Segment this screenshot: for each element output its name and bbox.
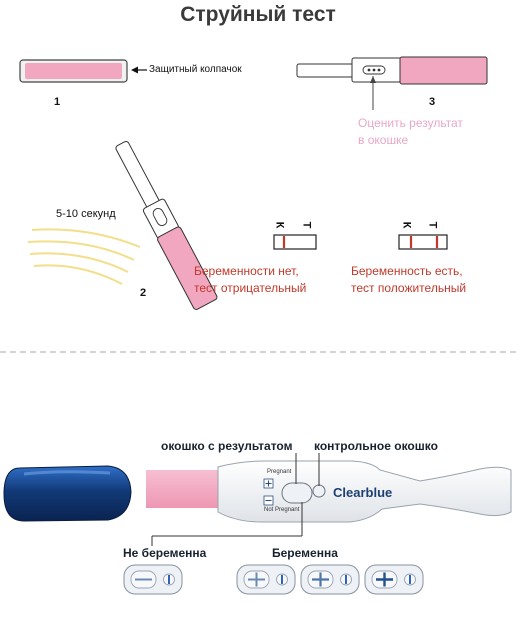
positive-line-2: тест положительный [351, 281, 467, 295]
negative-result-caption: Беременности нет, тест отрицательный [194, 263, 306, 297]
duration-label: 5-10 секунд [56, 208, 116, 220]
pregnant-window-1 [236, 564, 296, 595]
test-letter-negative: Т [300, 221, 313, 229]
step-3-number: 3 [429, 96, 436, 108]
negative-line-2: тест отрицательный [194, 281, 307, 295]
clearblue-cap [3, 465, 132, 522]
control-letter-positive: К [400, 221, 413, 229]
section-divider [0, 351, 516, 353]
leader-lines [151, 453, 320, 546]
arrow-left-icon [131, 66, 147, 74]
clearblue-stick [146, 460, 512, 523]
page-title: Струйный тест [180, 3, 336, 26]
pregnant-window-3 [364, 564, 424, 595]
pregnant-label: Беременна [272, 546, 338, 560]
cap-label: Защитный колпачок [149, 64, 242, 75]
positive-result-window [398, 234, 448, 250]
capped-test-stick [19, 59, 128, 83]
negative-line-1: Беременности нет, [194, 264, 299, 278]
minus-icon [263, 495, 274, 506]
not-pregnant-label: Не беременна [123, 546, 207, 560]
negative-result-window [273, 234, 317, 250]
not-pregnant-small-label: Not Pregnant [264, 507, 300, 513]
evaluate-line-2: в окошке [358, 133, 409, 147]
uncapped-test-stick [296, 56, 488, 110]
plus-icon [263, 478, 274, 489]
step-2-number: 2 [140, 287, 147, 299]
positive-line-1: Беременность есть, [351, 264, 463, 278]
control-letter-negative: К [273, 221, 286, 229]
pregnant-small-label: Pregnant [267, 469, 292, 475]
step-1-number: 1 [54, 96, 61, 108]
pregnant-window-2 [300, 564, 360, 595]
test-letter-positive: Т [426, 221, 439, 229]
positive-result-caption: Беременность есть, тест положительный [351, 263, 466, 297]
result-window-label: окошко с результатом [161, 439, 293, 453]
control-window-label: контрольное окошко [314, 439, 438, 453]
brand-logo: Clearblue [333, 485, 393, 500]
evaluate-line-1: Оценить результат [358, 116, 463, 130]
evaluate-result-caption: Оценить результат в окошке [358, 115, 463, 149]
stick-in-stream [27, 140, 218, 310]
not-pregnant-window [123, 564, 183, 595]
